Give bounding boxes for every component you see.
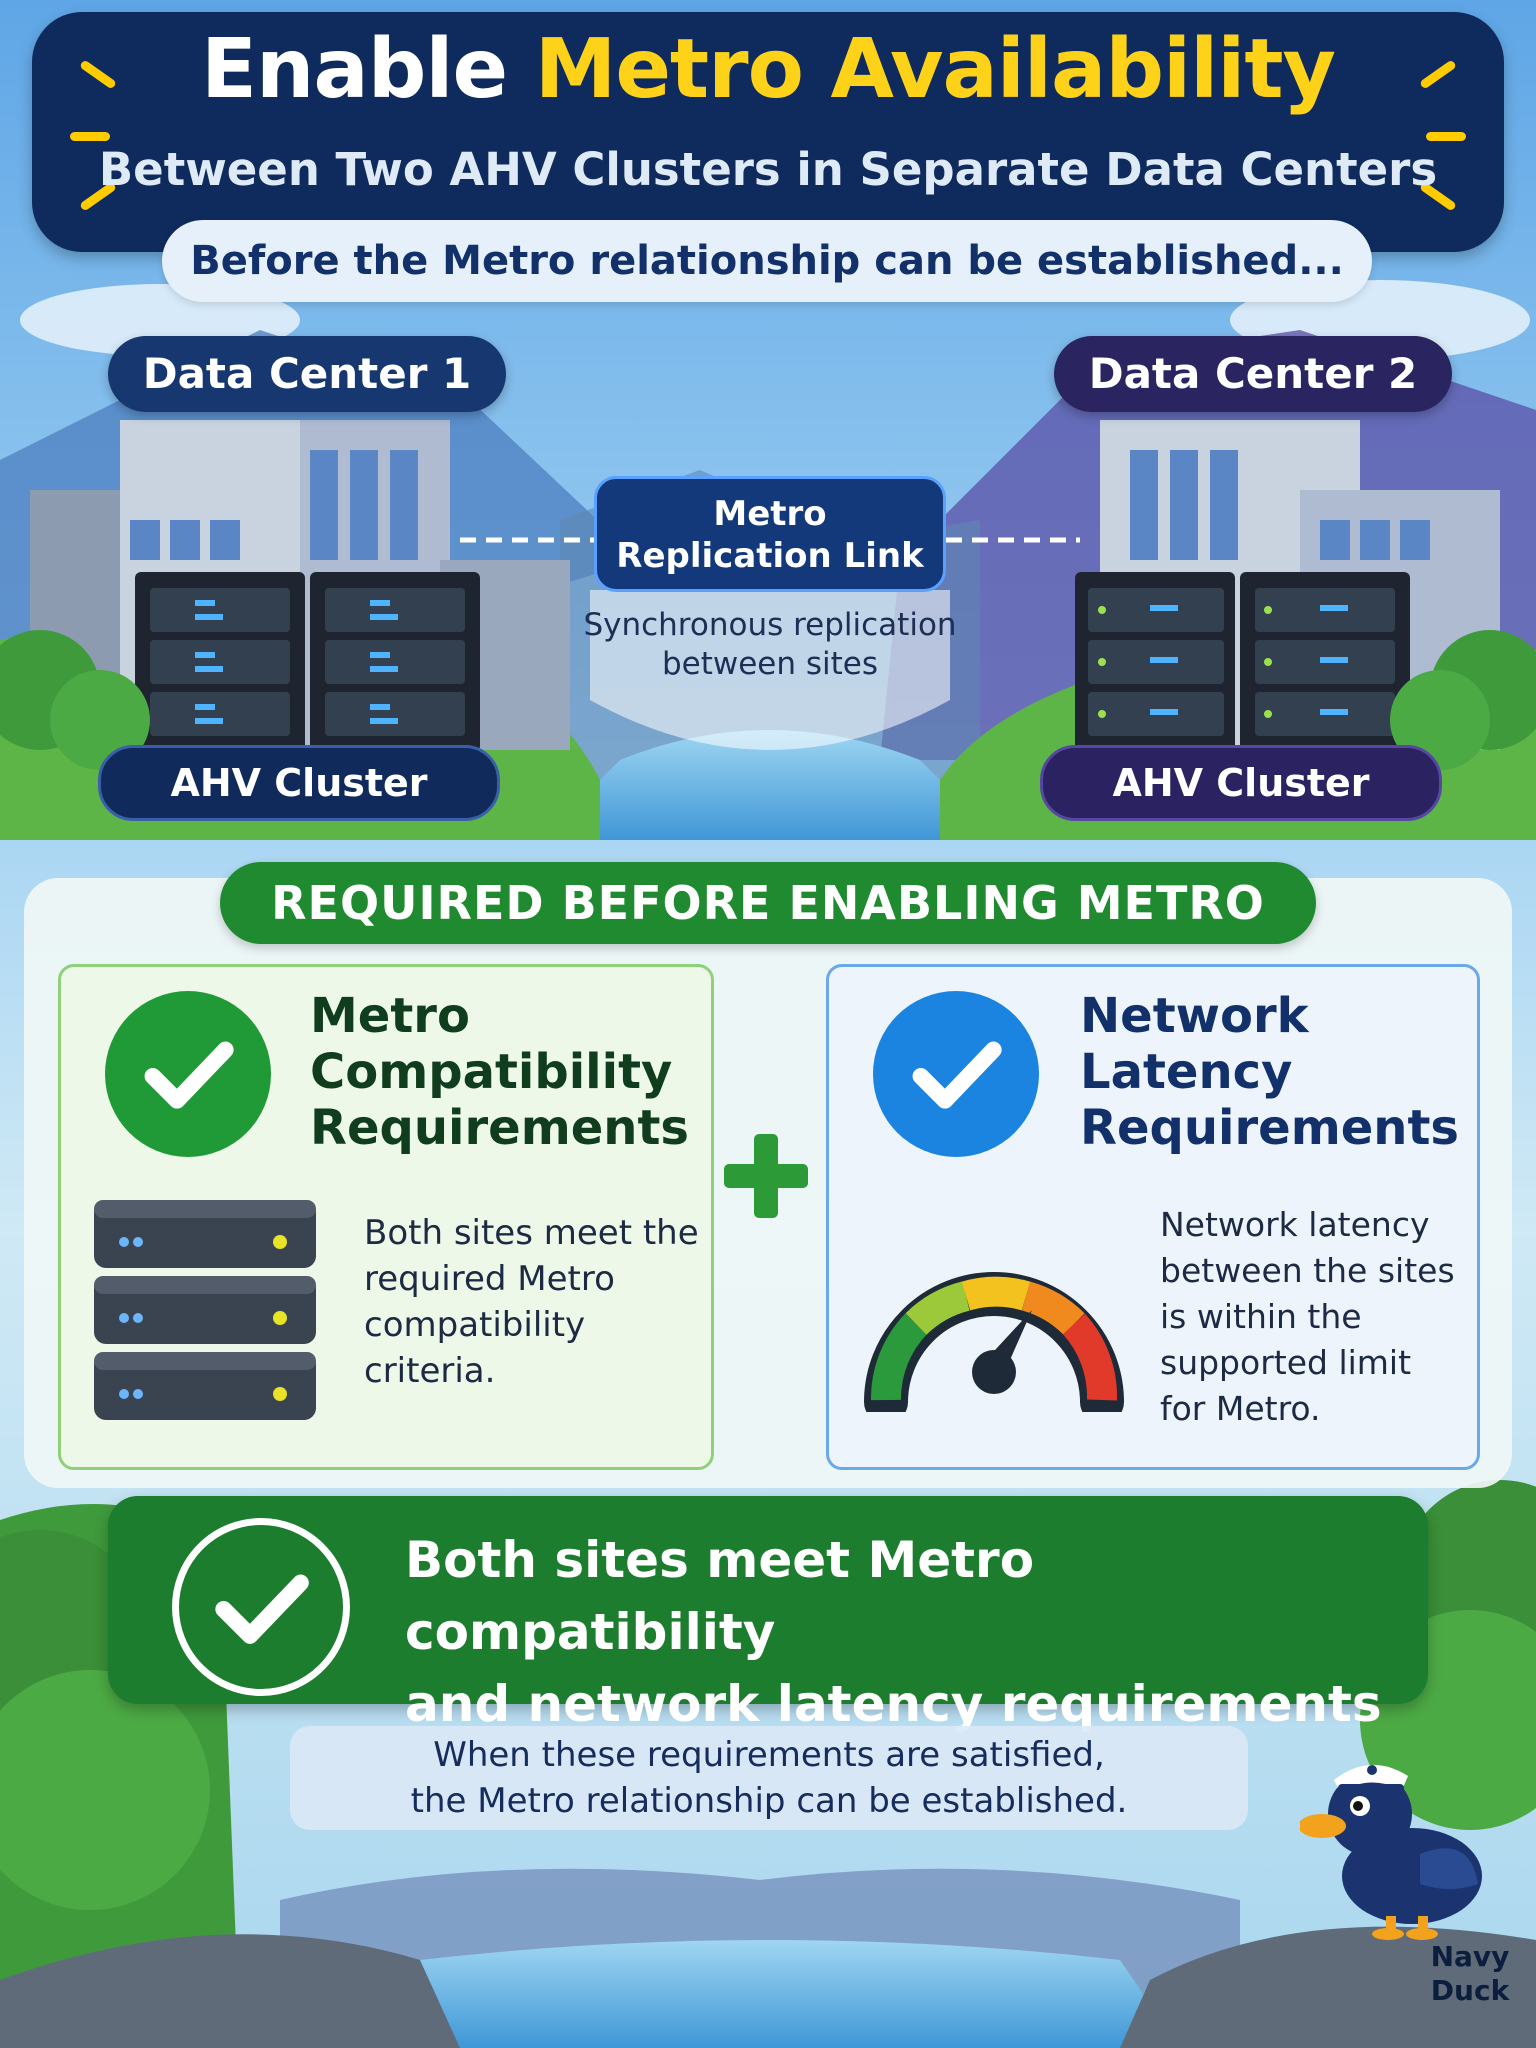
data-center-2-label: Data Center 2: [1054, 336, 1452, 412]
latency-card-text: Network latency between the sites is wit…: [1160, 1205, 1455, 1428]
page-subtitle: Between Two AHV Clusters in Separate Dat…: [98, 143, 1438, 196]
result-banner-text: Both sites meet Metro compatibility and …: [405, 1524, 1405, 1740]
card-title-line: Requirements: [310, 1100, 689, 1156]
intro-pill: Before the Metro relationship can be est…: [162, 220, 1372, 302]
title-part-1: Enable: [201, 22, 508, 117]
page-title: Enable Metro Availability: [0, 20, 1536, 120]
card-title-line: Compatibility: [310, 1044, 673, 1100]
card-title-line: Metro: [310, 988, 470, 1044]
title-part-2: Metro Availability: [534, 22, 1336, 117]
brand-line-1: Navy: [1430, 1940, 1510, 1973]
link-description: Synchronous replication between sites: [583, 607, 957, 682]
spark-icon: [1426, 132, 1466, 141]
link-title-line-2: Replication Link: [616, 536, 924, 576]
check-icon: [172, 1518, 350, 1696]
duck-mascot-icon: [1300, 1764, 1482, 1940]
banner-line-2: and network latency requirements: [405, 1675, 1382, 1733]
card-title-line: Latency: [1080, 1044, 1293, 1100]
link-title-line-1: Metro: [713, 494, 827, 534]
ahv-cluster-2-label: AHV Cluster: [1040, 745, 1442, 821]
footer-line-2: the Metro relationship can be establishe…: [410, 1781, 1128, 1821]
spark-icon: [70, 132, 110, 141]
compatibility-card-text: Both sites meet the required Metro compa…: [364, 1213, 699, 1391]
card-title-line: Network: [1080, 988, 1309, 1044]
speedometer-icon: [864, 1272, 1124, 1412]
header-banner: [32, 12, 1504, 252]
card-title-line: Requirements: [1080, 1100, 1459, 1156]
footer-line-1: When these requirements are satisfied,: [433, 1735, 1105, 1775]
plus-icon: [724, 1134, 808, 1218]
brand-name: Navy Duck: [1410, 1940, 1530, 2008]
footer-note: When these requirements are satisfied, t…: [290, 1726, 1248, 1830]
requirements-heading: REQUIRED BEFORE ENABLING METRO: [220, 862, 1316, 944]
data-center-1-label: Data Center 1: [108, 336, 506, 412]
check-icon: [873, 991, 1039, 1157]
ahv-cluster-1-label: AHV Cluster: [98, 745, 500, 821]
brand-line-2: Duck: [1430, 1974, 1510, 2007]
server-stack-icon: [94, 1200, 316, 1420]
compatibility-card-title: Metro Compatibility Requirements: [310, 988, 700, 1156]
banner-line-1: Both sites meet Metro compatibility: [405, 1531, 1035, 1661]
replication-link-box: Metro Replication Link: [594, 476, 946, 592]
check-icon: [105, 991, 271, 1157]
latency-card-title: Network Latency Requirements: [1080, 988, 1470, 1156]
